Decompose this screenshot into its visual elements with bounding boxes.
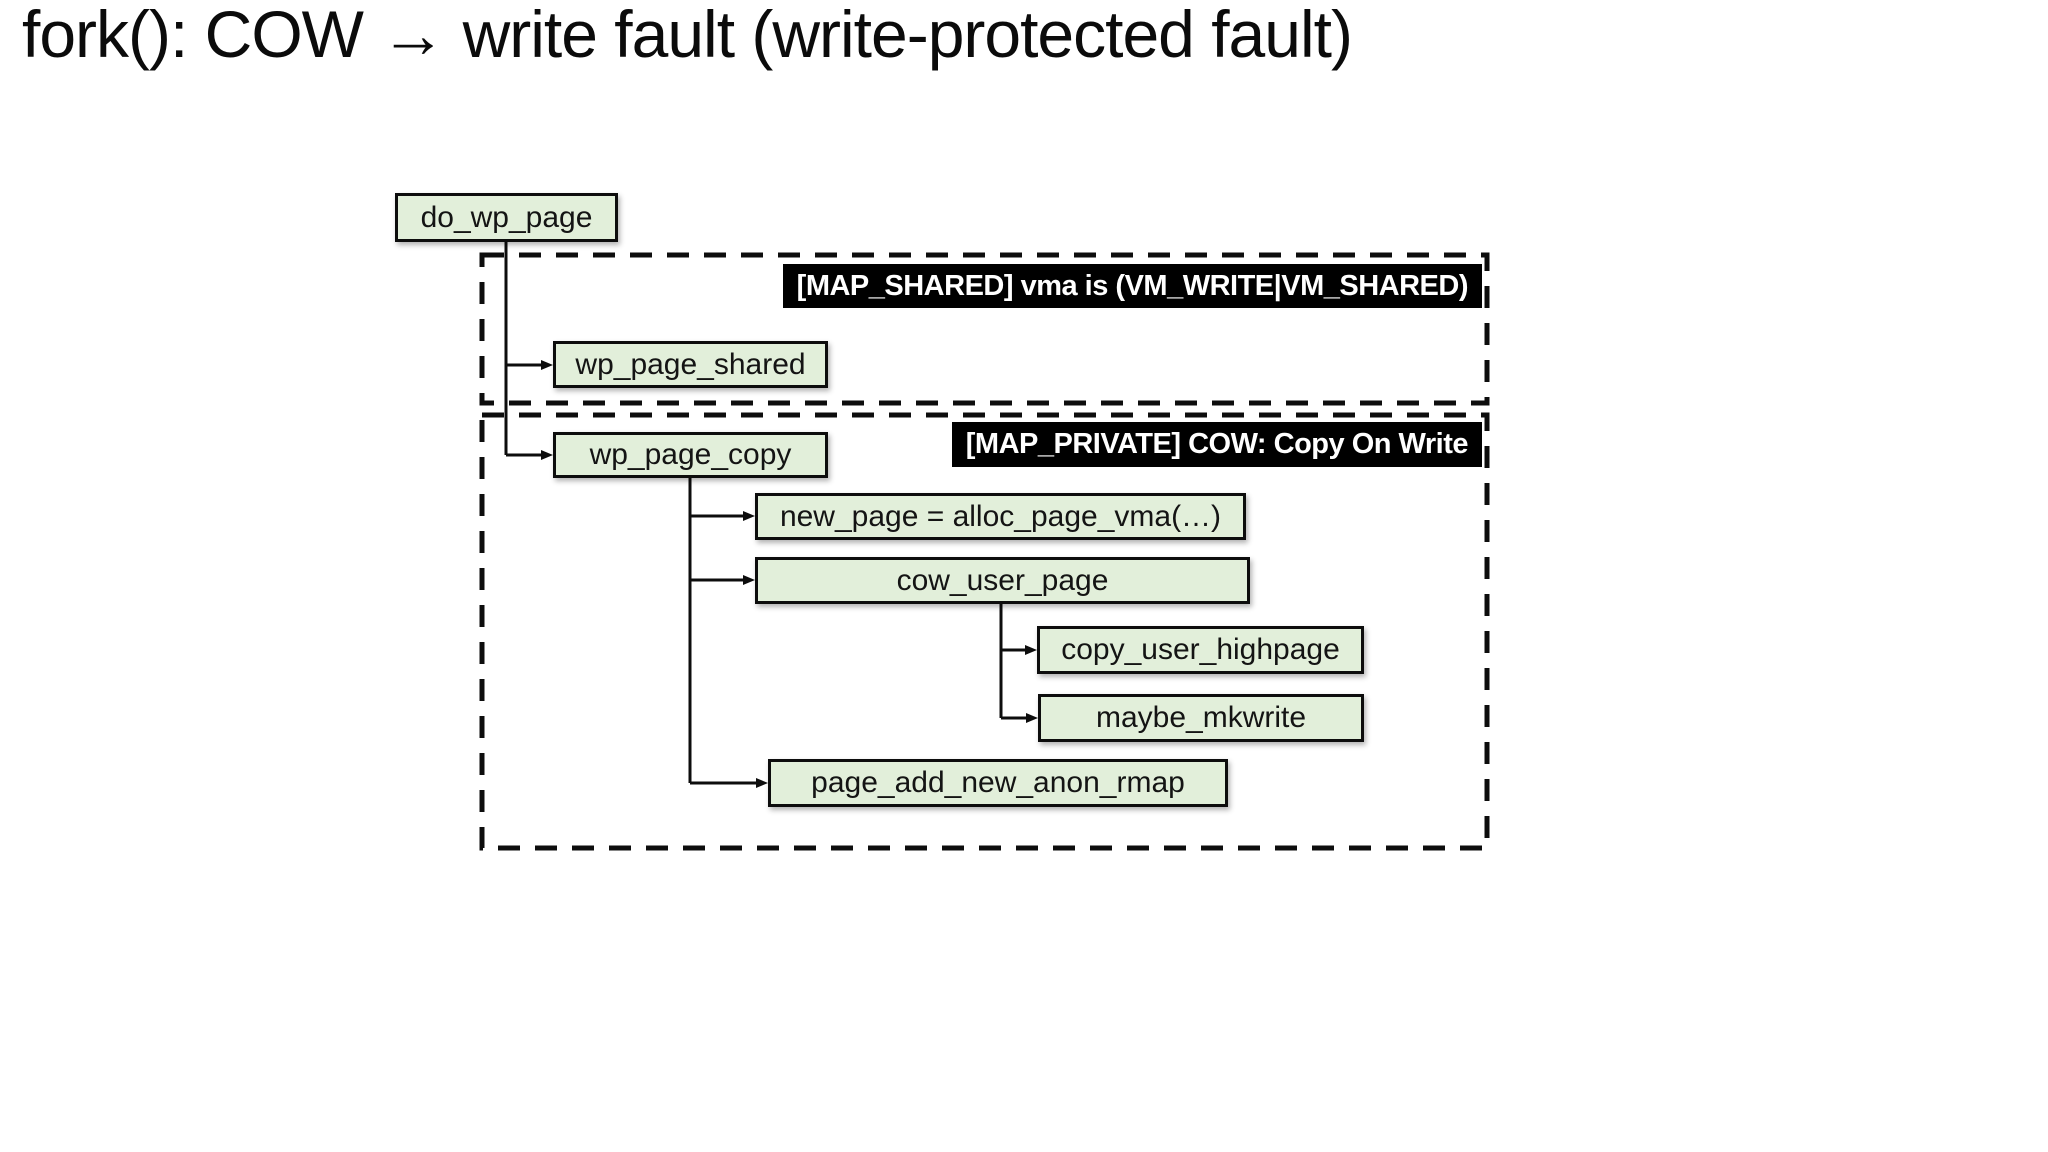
- node-maybe-mkwrite: maybe_mkwrite: [1038, 694, 1364, 742]
- node-new-page-alloc-page-vma: new_page = alloc_page_vma(…): [755, 493, 1246, 540]
- group-map-shared-border: [479, 252, 1490, 406]
- slide-title: fork(): COW → write fault (write-protect…: [22, 0, 1353, 71]
- banner-map-shared: [MAP_SHARED] vma is (VM_WRITE|VM_SHARED): [782, 264, 1482, 308]
- node-cow-user-page: cow_user_page: [755, 557, 1250, 604]
- node-wp-page-copy: wp_page_copy: [553, 432, 828, 478]
- node-copy-user-highpage: copy_user_highpage: [1037, 626, 1364, 674]
- node-page-add-new-anon-rmap: page_add_new_anon_rmap: [768, 759, 1228, 807]
- node-wp-page-shared: wp_page_shared: [553, 341, 828, 388]
- group-map-private-border: [479, 412, 1490, 851]
- node-do-wp-page: do_wp_page: [395, 193, 618, 242]
- banner-map-private: [MAP_PRIVATE] COW: Copy On Write: [951, 422, 1482, 467]
